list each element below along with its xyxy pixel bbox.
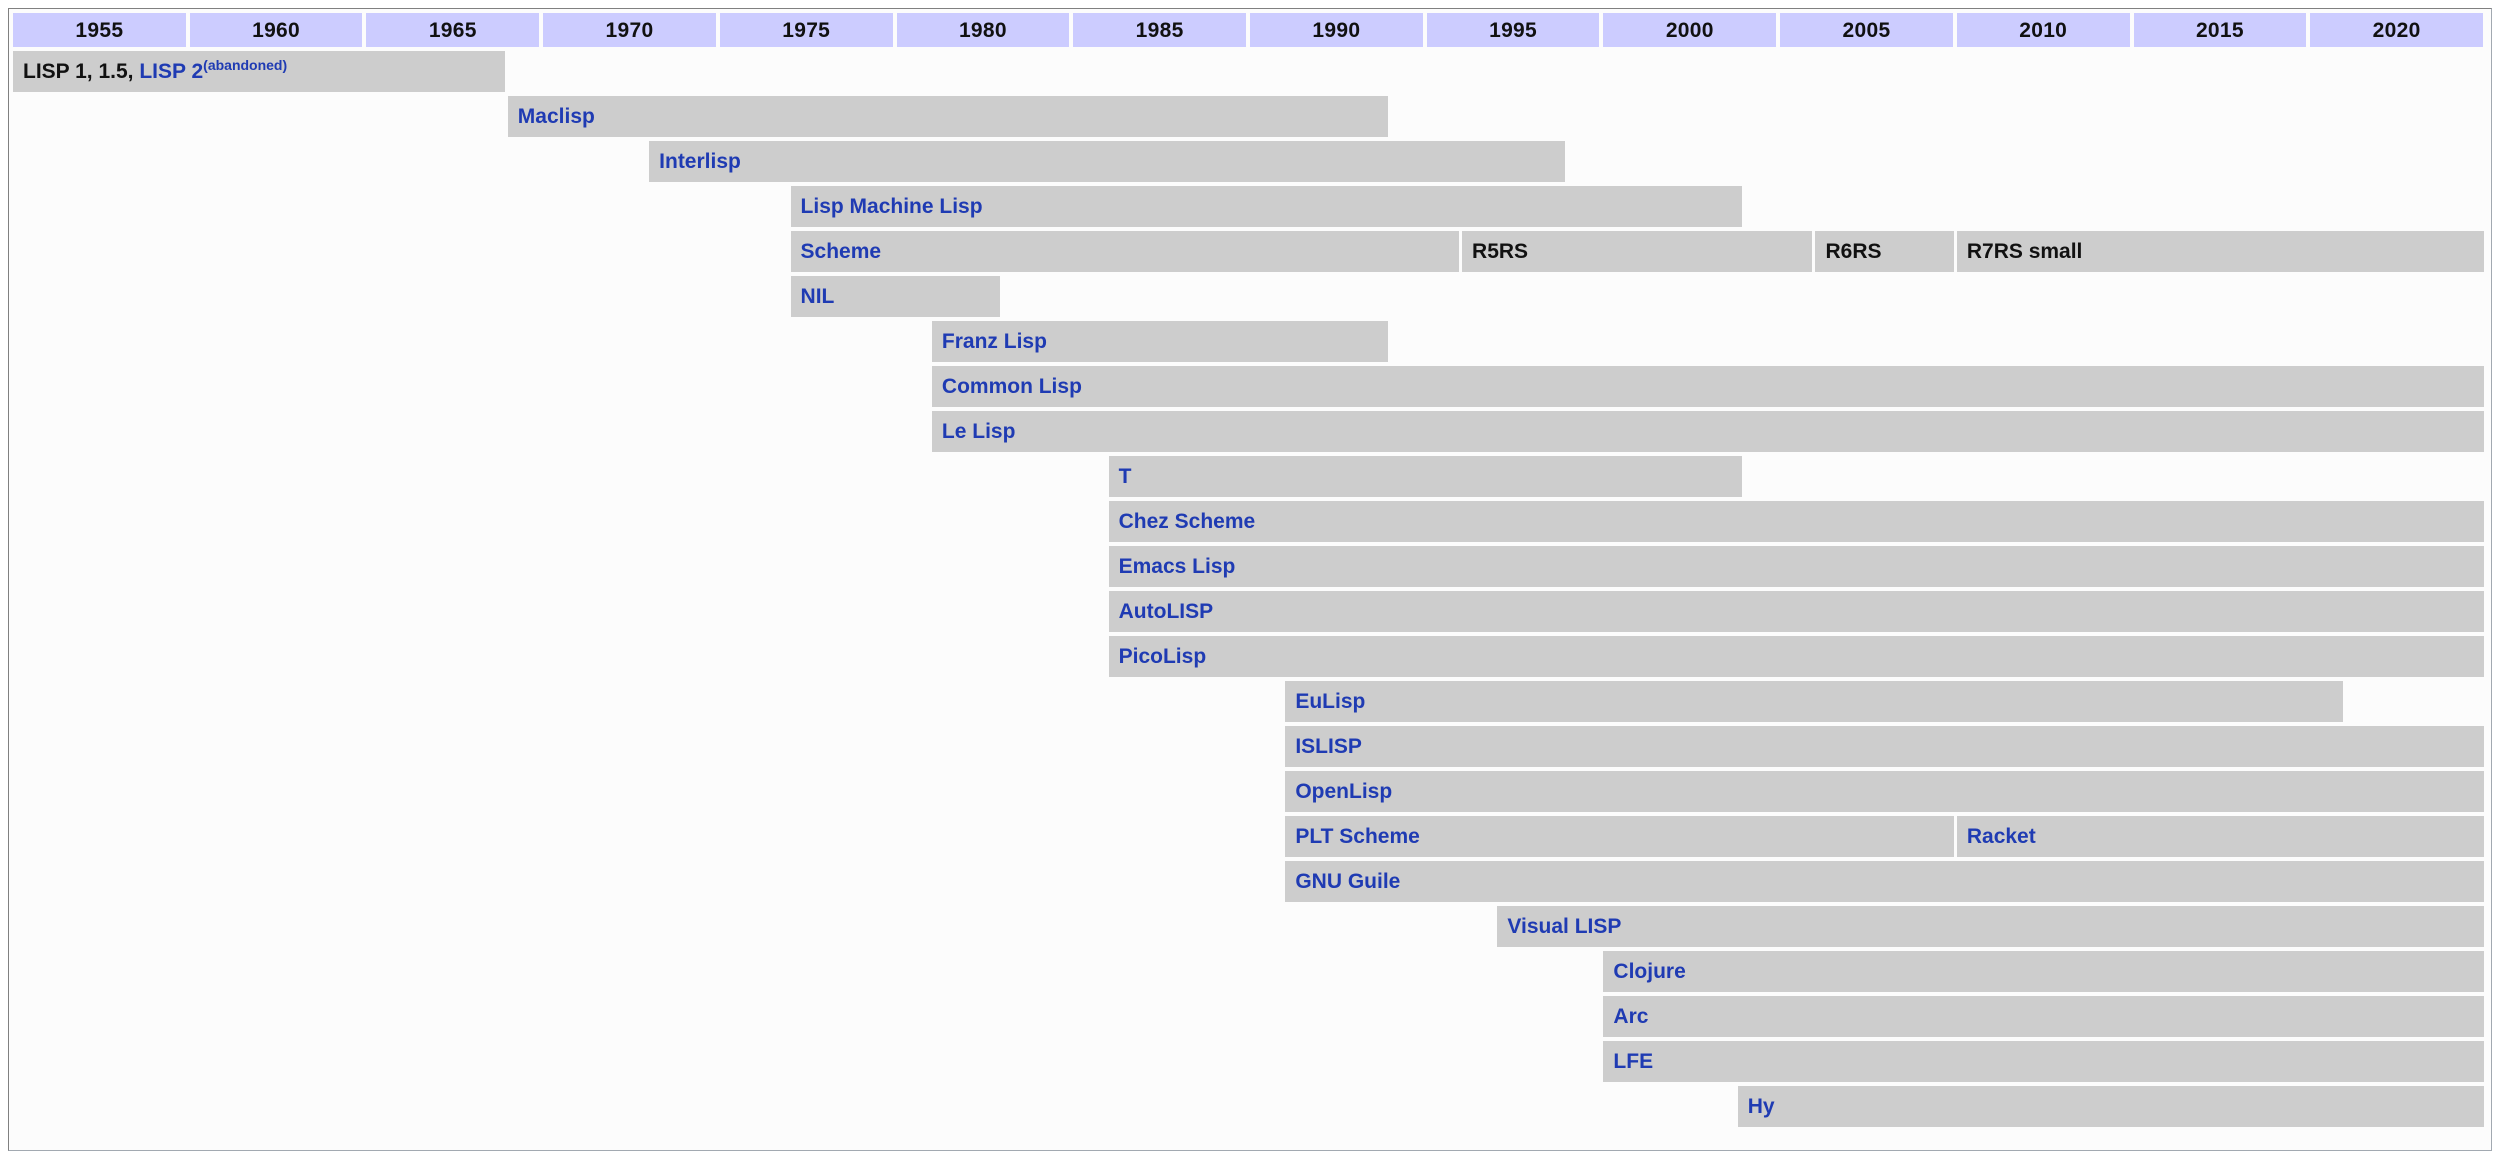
bar-label-link-text[interactable]: LISP 2 bbox=[139, 60, 204, 83]
timeline-bar-label[interactable]: Common Lisp bbox=[941, 375, 1082, 398]
timeline-row: Franz Lisp bbox=[9, 319, 2491, 364]
timeline-bar[interactable]: Clojure bbox=[1603, 951, 2484, 992]
timeline-row: GNU Guile bbox=[9, 859, 2491, 904]
timeline-bar-label[interactable]: Lisp Machine Lisp bbox=[800, 195, 983, 218]
timeline-row: Interlisp bbox=[9, 139, 2491, 184]
timeline-row: Le Lisp bbox=[9, 409, 2491, 454]
bar-label-superscript: (abandoned) bbox=[203, 57, 288, 73]
timeline-row: NIL bbox=[9, 274, 2491, 319]
timeline-bar-label[interactable]: Scheme bbox=[800, 240, 882, 263]
year-header-1965: 1965 bbox=[366, 13, 540, 47]
timeline-bar[interactable]: OpenLisp bbox=[1285, 771, 2484, 812]
timeline-bar[interactable]: Interlisp bbox=[649, 141, 1566, 182]
timeline-bar-label[interactable]: Franz Lisp bbox=[941, 330, 1047, 353]
year-header-1995: 1995 bbox=[1426, 13, 1600, 47]
bar-label-lead-text: LISP 1, 1.5, bbox=[23, 60, 140, 83]
timeline-row: PicoLisp bbox=[9, 634, 2491, 679]
timeline-bar-label[interactable]: Maclisp bbox=[517, 105, 595, 128]
timeline-bar-label[interactable]: PLT Scheme bbox=[1295, 825, 1420, 848]
timeline-row: Visual LISP bbox=[9, 904, 2491, 949]
timeline-bar-label[interactable]: GNU Guile bbox=[1295, 870, 1401, 893]
timeline-bar[interactable]: ISLISP bbox=[1285, 726, 2484, 767]
timeline-bar-label[interactable]: Interlisp bbox=[659, 150, 741, 173]
timeline-row: OpenLisp bbox=[9, 769, 2491, 814]
timeline-bar[interactable]: R6RS bbox=[1815, 231, 1954, 272]
timeline-bar[interactable]: Maclisp bbox=[507, 96, 1389, 137]
timeline-bar[interactable]: NIL bbox=[790, 276, 1000, 317]
year-header-2015: 2015 bbox=[2133, 13, 2307, 47]
timeline-bar-label[interactable]: AutoLISP bbox=[1118, 600, 1214, 623]
year-header-2010: 2010 bbox=[1956, 13, 2130, 47]
timeline-bar[interactable]: Le Lisp bbox=[931, 411, 2484, 452]
timeline-row: Lisp Machine Lisp bbox=[9, 184, 2491, 229]
year-header-1990: 1990 bbox=[1250, 13, 1423, 47]
timeline-row: AutoLISP bbox=[9, 589, 2491, 634]
timeline-row: Clojure bbox=[9, 949, 2491, 994]
timeline-bar[interactable]: Common Lisp bbox=[931, 366, 2484, 407]
timeline-bar-label[interactable]: PicoLisp bbox=[1118, 645, 1207, 668]
timeline-bar-label[interactable]: ISLISP bbox=[1295, 735, 1362, 758]
timeline-bar-label[interactable]: Arc bbox=[1613, 1005, 1649, 1028]
timeline-bar[interactable]: Lisp Machine Lisp bbox=[790, 186, 1742, 227]
timeline-bar-label[interactable]: Visual LISP bbox=[1507, 915, 1622, 938]
year-header-1985: 1985 bbox=[1073, 13, 1246, 47]
timeline-bar-label[interactable]: EuLisp bbox=[1295, 690, 1366, 713]
timeline-bar-label[interactable]: R6RS bbox=[1825, 240, 1882, 263]
timeline-bar-label[interactable]: Racket bbox=[1966, 825, 2036, 848]
year-header-1960: 1960 bbox=[189, 13, 363, 47]
timeline-bar[interactable]: PicoLisp bbox=[1108, 636, 2484, 677]
timeline-bar[interactable]: Racket bbox=[1956, 816, 2484, 857]
year-header-1975: 1975 bbox=[719, 13, 893, 47]
timeline-row: LFE bbox=[9, 1039, 2491, 1084]
timeline-row: Scheme R5RS R6RS R7RS small bbox=[9, 229, 2491, 274]
timeline-bar[interactable]: Arc bbox=[1603, 996, 2484, 1037]
timeline-bar[interactable]: AutoLISP bbox=[1108, 591, 2484, 632]
timeline-bar-label[interactable]: Chez Scheme bbox=[1118, 510, 1256, 533]
timeline-bar[interactable]: Hy bbox=[1737, 1086, 2484, 1127]
timeline-bar-label[interactable]: Hy bbox=[1747, 1095, 1775, 1118]
timeline-bar[interactable]: Emacs Lisp bbox=[1108, 546, 2484, 587]
timeline-row: T bbox=[9, 454, 2491, 499]
timeline-row: EuLisp bbox=[9, 679, 2491, 724]
year-header-1980: 1980 bbox=[896, 13, 1070, 47]
year-header-2020: 2020 bbox=[2310, 13, 2483, 47]
timeline-bar[interactable]: EuLisp bbox=[1285, 681, 2343, 722]
timeline-bar[interactable]: R5RS bbox=[1462, 231, 1813, 272]
timeline-bar[interactable]: PLT Scheme bbox=[1285, 816, 1954, 857]
timeline-bar[interactable]: Chez Scheme bbox=[1108, 501, 2484, 542]
timeline-bar[interactable]: Visual LISP bbox=[1497, 906, 2484, 947]
timeline-bar-label[interactable]: R7RS small bbox=[1966, 240, 2083, 263]
timeline-bar-label[interactable]: OpenLisp bbox=[1295, 780, 1393, 803]
timeline-row: Chez Scheme bbox=[9, 499, 2491, 544]
timeline-row: Emacs Lisp bbox=[9, 544, 2491, 589]
timeline-bar[interactable]: LFE bbox=[1603, 1041, 2484, 1082]
year-header-1970: 1970 bbox=[543, 13, 716, 47]
timeline-bar-label[interactable]: Emacs Lisp bbox=[1118, 555, 1236, 578]
timeline-bar[interactable]: LISP 1, 1.5, LISP 2(abandoned) bbox=[13, 51, 505, 92]
timeline-bar-label[interactable]: Clojure bbox=[1613, 960, 1686, 983]
timeline-bar[interactable]: R7RS small bbox=[1956, 231, 2484, 272]
timeline-bar[interactable]: Scheme bbox=[790, 231, 1460, 272]
timeline-bar-label[interactable]: R5RS bbox=[1472, 240, 1529, 263]
timeline-row: Hy bbox=[9, 1084, 2491, 1129]
timeline-bar[interactable]: Franz Lisp bbox=[931, 321, 1389, 362]
timeline-bar-label[interactable]: LISP 1, 1.5, LISP 2(abandoned) bbox=[23, 58, 287, 83]
timeline-row: PLT Scheme Racket bbox=[9, 814, 2491, 859]
year-header-2005: 2005 bbox=[1780, 13, 1953, 47]
timeline-bar-label[interactable]: LFE bbox=[1613, 1050, 1654, 1073]
timeline-bar-label[interactable]: T bbox=[1118, 465, 1132, 488]
timeline-bar-label[interactable]: NIL bbox=[800, 285, 835, 308]
year-header-2000: 2000 bbox=[1603, 13, 1777, 47]
timeline-row: Common Lisp bbox=[9, 364, 2491, 409]
year-header-1955: 1955 bbox=[13, 13, 186, 47]
timeline-row: Maclisp bbox=[9, 94, 2491, 139]
timeline-bar-label[interactable]: Le Lisp bbox=[941, 420, 1016, 443]
timeline-row: ISLISP bbox=[9, 724, 2491, 769]
timeline-row: LISP 1, 1.5, LISP 2(abandoned) bbox=[9, 49, 2491, 94]
timeline-bar[interactable]: T bbox=[1108, 456, 1742, 497]
timeline-bar[interactable]: GNU Guile bbox=[1285, 861, 2484, 902]
timeline-row: Arc bbox=[9, 994, 2491, 1039]
